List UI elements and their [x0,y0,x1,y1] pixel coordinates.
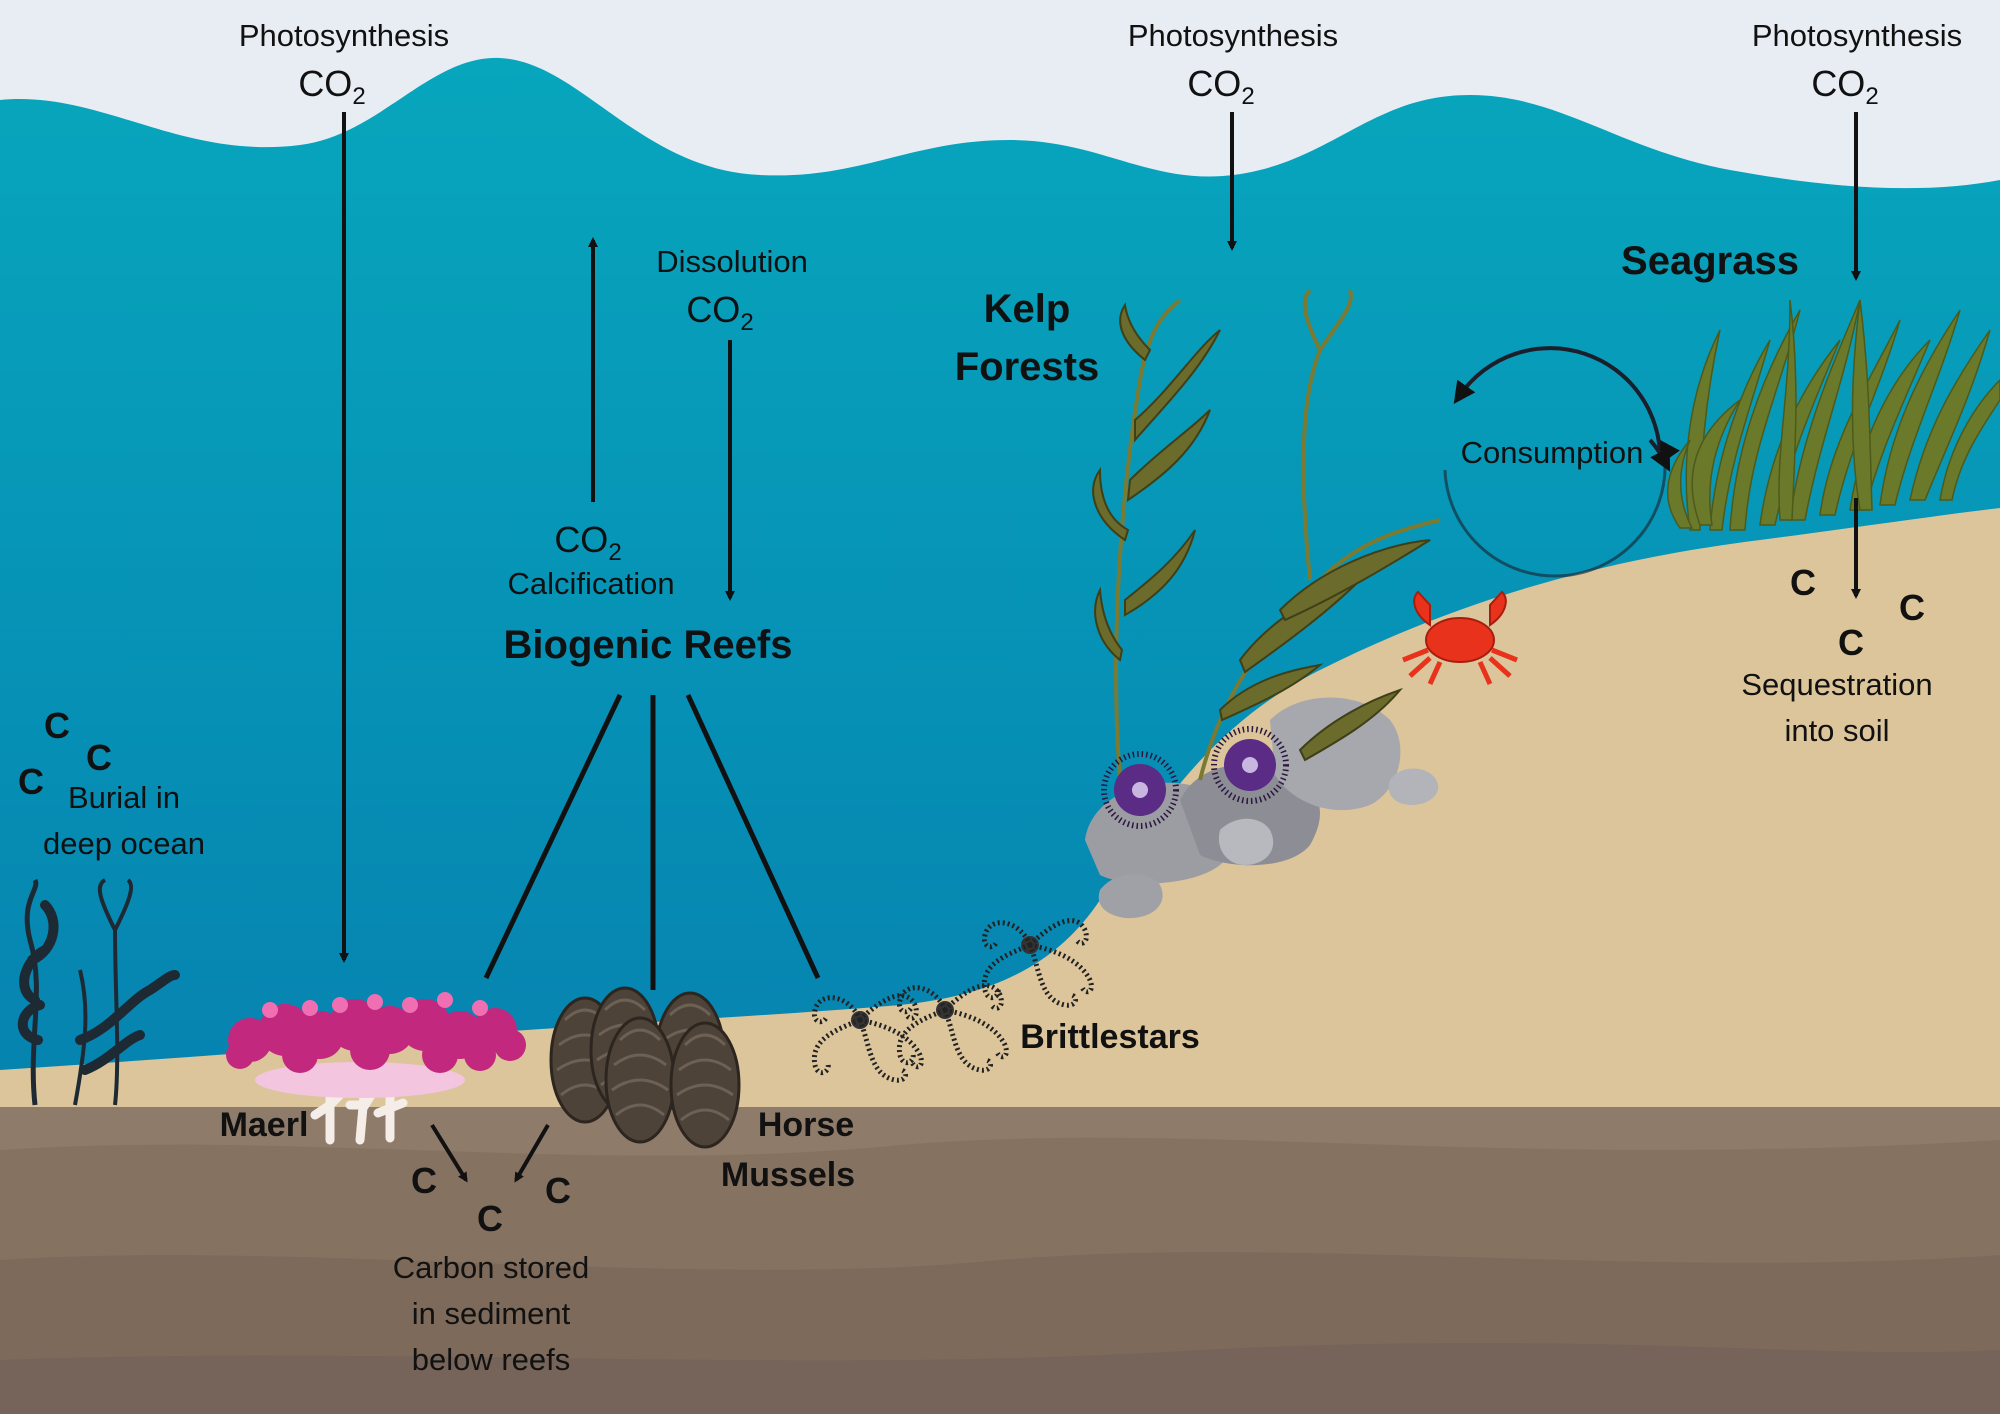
co2-label: CO2 [554,519,621,566]
photosynthesis-label: Photosynthesis [1752,18,1962,53]
carbon-symbol: C [1838,622,1864,663]
horse-mussels-label: Mussels [721,1156,855,1194]
kelp-forests-title: Forests [955,345,1100,389]
seagrass-icon [1667,299,2000,531]
co2-label: CO2 [1811,63,1878,110]
kelp-icon [17,878,180,1106]
carbon-stored-label: in sediment [412,1296,571,1331]
crab-icon [1402,590,1518,686]
kelp-icon [1092,288,1441,781]
cycle-arrow-icon [1443,346,1680,578]
carbon-symbol: C [477,1198,503,1239]
photosynthesis-label: Photosynthesis [239,18,449,53]
sequestration-label: into soil [1784,713,1889,748]
arrow-icon [339,112,1861,1183]
photosynthesis-label: Photosynthesis [1128,18,1338,53]
seagrass-title: Seagrass [1621,239,1799,283]
sediment-band [0,1342,2000,1414]
reef-connector-lines [483,693,821,990]
co2-label: CO2 [298,63,365,110]
burial-label: deep ocean [43,826,205,861]
carbon-symbol: C [1899,587,1925,628]
carbon-stored-label: below reefs [412,1342,571,1377]
carbon-symbol: C [411,1160,437,1201]
co2-label: CO2 [1187,63,1254,110]
consumption-label: Consumption [1461,435,1644,470]
calcification-label: Calcification [507,566,674,601]
horse-mussels-label: Horse [758,1106,854,1144]
brittlestars-label: Brittlestars [1020,1018,1200,1056]
carbon-symbol: C [1790,562,1816,603]
carbon-symbol: C [44,705,70,746]
co2-label: CO2 [686,289,753,336]
maerl-label: Maerl [220,1106,309,1144]
biogenic-reefs-title: Biogenic Reefs [504,623,793,667]
rock-icon [1085,697,1439,919]
kelp-forests-title: Kelp [984,287,1071,331]
burial-label: Burial in [68,780,180,815]
dissolution-label: Dissolution [656,244,808,279]
carbon-symbol: C [86,737,112,778]
carbon-symbol: C [18,761,44,802]
sequestration-label: Sequestration [1741,667,1932,702]
carbon-symbol: C [545,1170,571,1211]
maerl-icon [226,992,526,1145]
carbon-stored-label: Carbon stored [393,1250,589,1285]
